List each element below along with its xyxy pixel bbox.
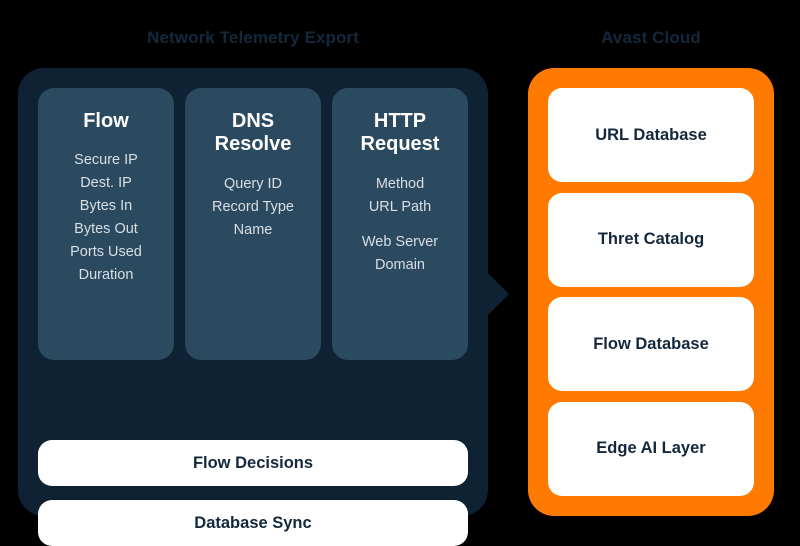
cloud-card-edge-ai-layer[interactable]: Edge AI Layer — [548, 401, 754, 496]
column-item: Secure IP — [74, 152, 138, 169]
column-title-flow: Flow — [83, 110, 129, 132]
column-item: URL Path — [368, 198, 432, 215]
telemetry-column-http-request[interactable]: HTTP Request Method URL Path Web Server … — [332, 88, 468, 360]
arrow-right-icon — [487, 272, 509, 316]
column-items-http-request: Method URL Path Web Server Domain — [340, 173, 460, 277]
telemetry-column-flow[interactable]: Flow Secure IP Dest. IP Bytes In Bytes O… — [38, 88, 174, 360]
network-telemetry-export-panel: Flow Secure IP Dest. IP Bytes In Bytes O… — [18, 68, 488, 546]
column-item: Record Type — [212, 198, 294, 215]
cloud-card-thret-catalog[interactable]: Thret Catalog — [548, 192, 754, 287]
column-item: Duration — [78, 266, 134, 283]
telemetry-columns-row: Flow Secure IP Dest. IP Bytes In Bytes O… — [38, 88, 468, 360]
flow-decisions-bar[interactable]: Flow Decisions — [38, 440, 468, 486]
cloud-card-flow-database[interactable]: Flow Database — [548, 297, 754, 392]
column-item: Bytes Out — [74, 221, 138, 238]
column-item: Bytes In — [79, 198, 133, 215]
database-sync-bar[interactable]: Database Sync — [38, 500, 468, 546]
telemetry-column-dns-resolve[interactable]: DNS Resolve Query ID Record Type Name — [185, 88, 321, 360]
cloud-card-url-database[interactable]: URL Database — [548, 88, 754, 182]
right-section-title: Avast Cloud — [601, 28, 701, 47]
left-section-title: Network Telemetry Export — [147, 28, 359, 47]
column-item: Web Server Domain — [361, 233, 439, 273]
avast-cloud-panel: URL Database Thret Catalog Flow Database… — [528, 68, 774, 516]
column-item: Name — [233, 221, 273, 238]
column-item: Method — [375, 175, 425, 192]
diagram-canvas: Network Telemetry Export Avast Cloud Flo… — [18, 28, 774, 546]
column-items-flow: Secure IP Dest. IP Bytes In Bytes Out Po… — [46, 149, 166, 286]
column-items-dns-resolve: Query ID Record Type Name — [193, 173, 313, 242]
column-item: Query ID — [223, 175, 282, 192]
column-item: Ports Used — [70, 244, 142, 261]
column-title-dns-resolve: DNS Resolve — [214, 110, 292, 156]
column-title-http-request: HTTP Request — [360, 110, 440, 156]
column-item: Dest. IP — [80, 175, 132, 192]
